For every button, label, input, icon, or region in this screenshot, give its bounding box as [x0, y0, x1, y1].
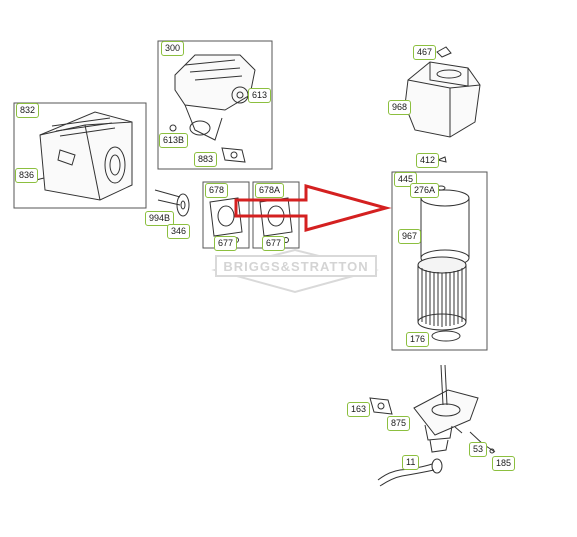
callout-832: 832 [16, 103, 40, 118]
callout-967: 967 [398, 229, 422, 244]
air-cleaner-cover-drawing [39, 111, 133, 201]
callout-875: 875 [387, 416, 411, 431]
callout-677-right: 677 [262, 236, 286, 251]
watermark-text: BRIGGS&STRATTON [223, 259, 368, 274]
callout-678: 678 [205, 183, 229, 198]
knob-467-drawing [436, 46, 452, 58]
callout-677-left: 677 [214, 236, 238, 251]
breather-tube-drawing [154, 189, 190, 217]
base-plate-drawing [413, 364, 496, 454]
air-cleaner-base-drawing [169, 54, 256, 163]
callout-678A: 678A [255, 183, 285, 198]
callout-883: 883 [194, 152, 218, 167]
callout-613: 613 [248, 88, 272, 103]
callout-53: 53 [469, 442, 488, 457]
group-box-832 [13, 102, 147, 209]
callout-163: 163 [347, 402, 371, 417]
callout-11: 11 [402, 455, 420, 470]
air-cleaner-cover-968-drawing [404, 61, 481, 138]
callout-300: 300 [161, 41, 185, 56]
callout-185: 185 [492, 456, 516, 471]
red-arrow-icon [234, 184, 392, 232]
callout-613B: 613B [159, 133, 189, 148]
callout-346: 346 [167, 224, 191, 239]
briggs-stratton-watermark [211, 248, 379, 294]
cartridge-drawing [417, 256, 467, 331]
callout-836: 836 [15, 168, 39, 183]
seal-176-drawing [431, 330, 461, 342]
tube-11-drawing [377, 458, 443, 487]
group-box-300 [157, 40, 273, 170]
gasket-163-drawing [369, 397, 393, 415]
callout-176: 176 [406, 332, 430, 347]
callout-968: 968 [388, 100, 412, 115]
callout-276A: 276A [410, 183, 440, 198]
seal-412-drawing [436, 156, 447, 163]
pre-cleaner-967-drawing [420, 189, 470, 267]
group-box-445 [391, 171, 488, 351]
callout-412: 412 [416, 153, 440, 168]
callout-994B: 994B [145, 211, 175, 226]
callout-467: 467 [413, 45, 437, 60]
